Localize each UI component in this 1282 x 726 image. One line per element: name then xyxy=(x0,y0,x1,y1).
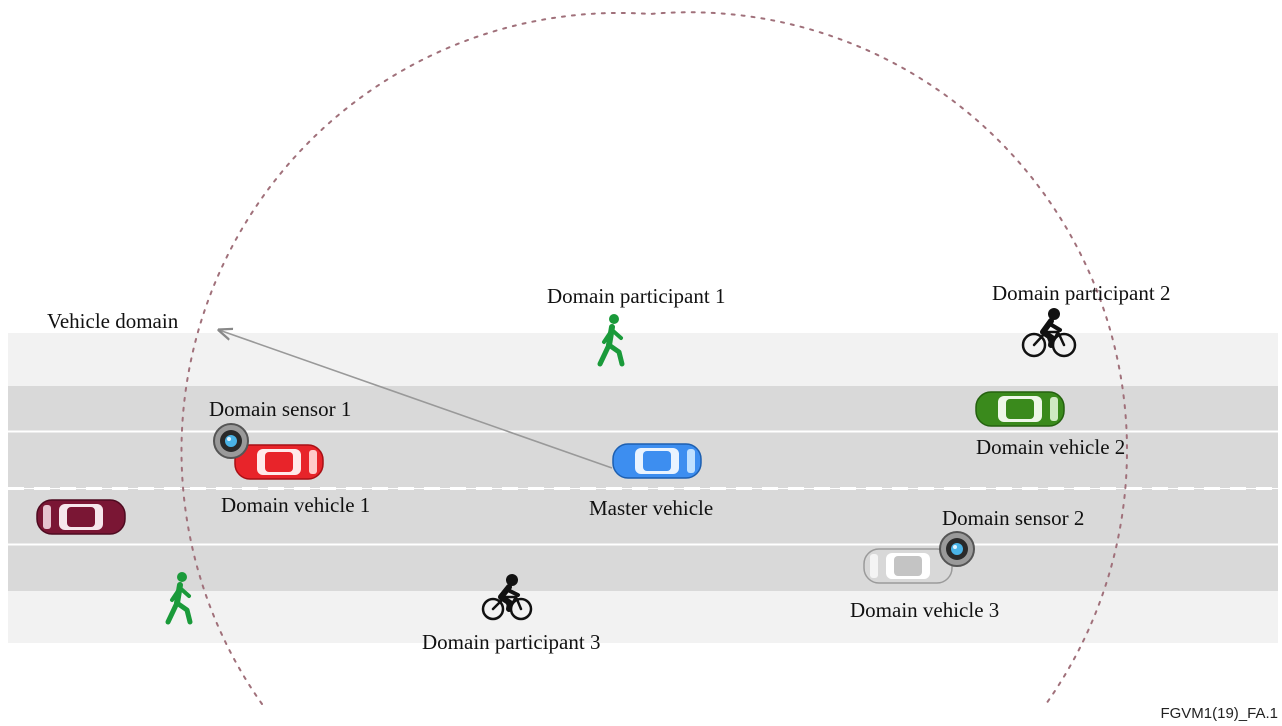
vehicle-domain-label: Vehicle domain xyxy=(47,309,179,333)
road-lane-1 xyxy=(8,386,1278,431)
participant-2-label: Domain participant 2 xyxy=(992,281,1171,305)
domain-radius-arrow xyxy=(219,330,613,469)
vehicle-1-label: Domain vehicle 1 xyxy=(221,493,371,517)
vehicle-3-label: Domain vehicle 3 xyxy=(850,598,1000,622)
participant-3-label: Domain participant 3 xyxy=(422,630,601,654)
sensor-2-label: Domain sensor 2 xyxy=(942,506,1085,530)
sensor-1-label: Domain sensor 1 xyxy=(209,397,352,421)
sidewalk-bottom xyxy=(8,591,1278,643)
domain-sensor-2-camera-icon xyxy=(939,531,975,567)
participant-1-label: Domain participant 1 xyxy=(547,284,726,308)
domain-vehicle-3-car xyxy=(863,548,953,584)
pedestrian-2-icon xyxy=(165,572,193,625)
road-lane-4 xyxy=(8,545,1278,591)
vehicle-domain-boundary xyxy=(180,11,1128,705)
domain-vehicle-2-car xyxy=(975,391,1065,427)
domain-sensor-1-camera-icon xyxy=(213,423,249,459)
cyclist-2-icon xyxy=(481,574,533,621)
road-lane-3 xyxy=(8,489,1278,544)
cyclist-1-icon xyxy=(1021,308,1077,358)
master-vehicle-label: Master vehicle xyxy=(589,496,714,520)
other-vehicle-car xyxy=(36,499,126,535)
master-vehicle-car xyxy=(612,443,702,479)
domain-vehicle-1-car xyxy=(234,444,324,480)
vehicle-2-label: Domain vehicle 2 xyxy=(976,435,1126,459)
sidewalk-top xyxy=(8,333,1278,386)
figure-id: FGVM1(19)_FA.1 xyxy=(1160,705,1278,722)
pedestrian-1-icon xyxy=(597,314,625,367)
